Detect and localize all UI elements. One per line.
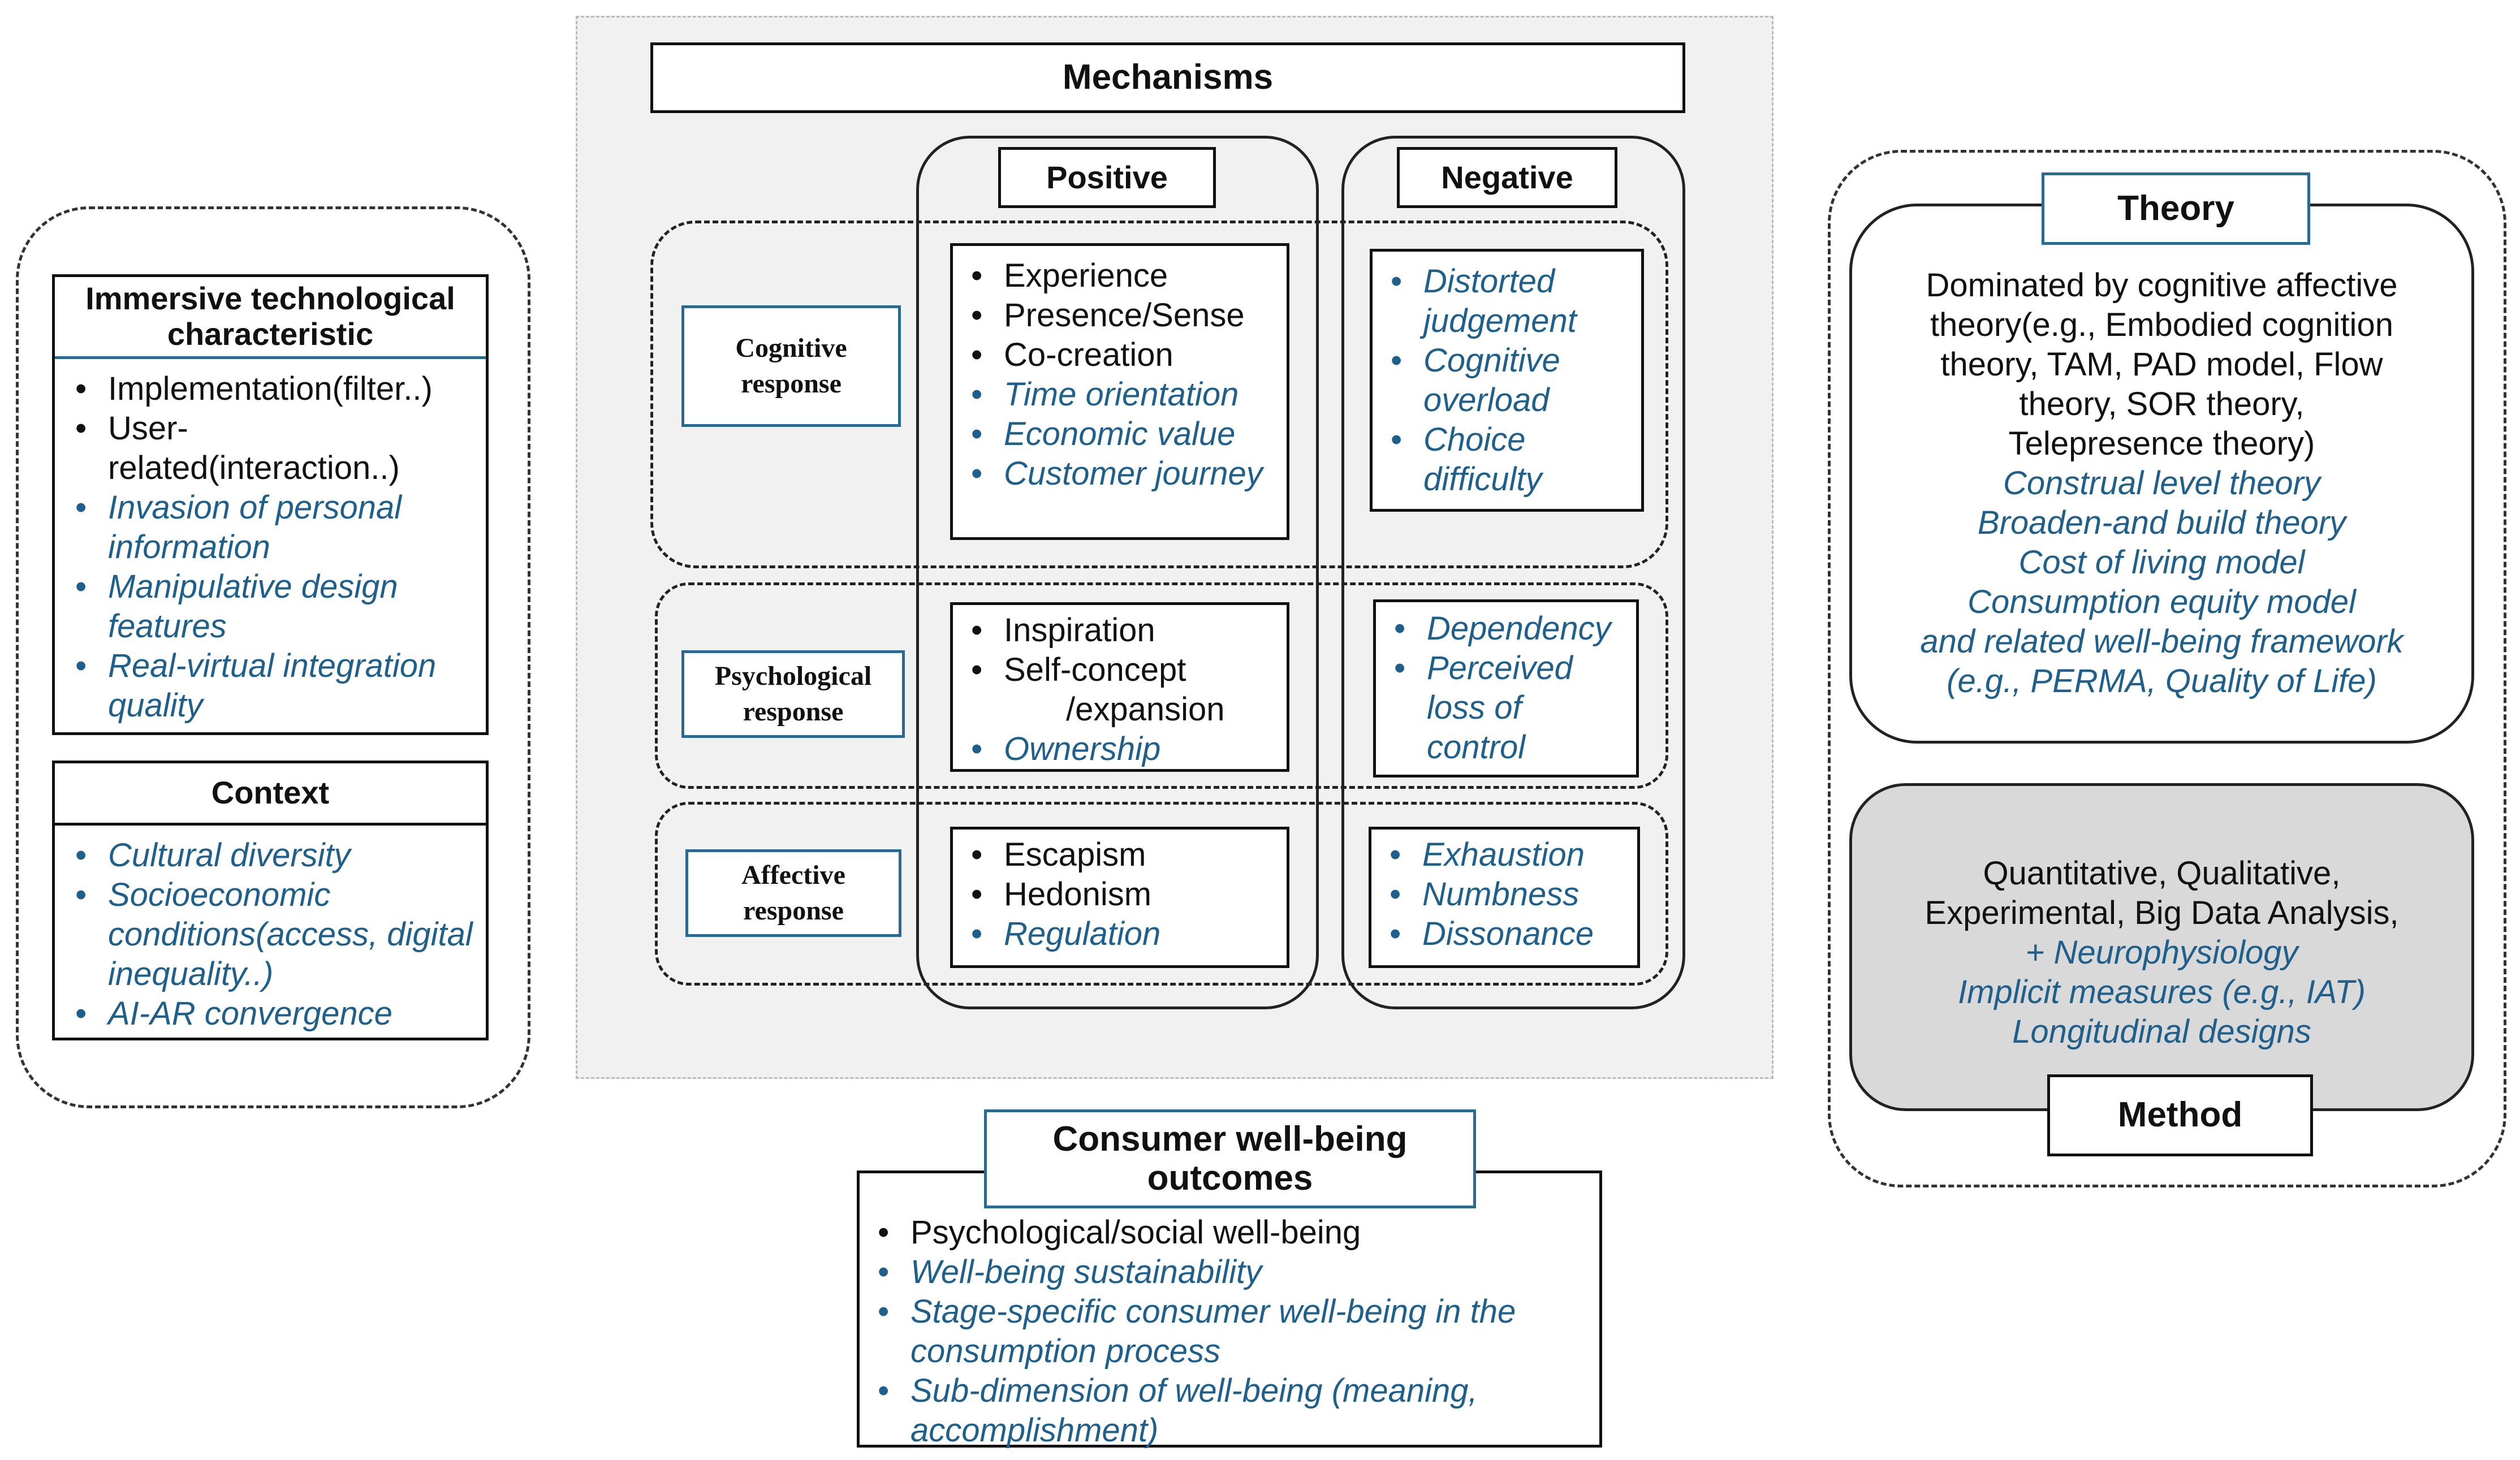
affective-response-row bbox=[655, 802, 1668, 986]
context-list: Cultural diversitySocioeconomic conditio… bbox=[68, 836, 473, 1034]
psychological-positive-list: InspirationSelf-concept/expansionOwnersh… bbox=[964, 611, 1275, 769]
list-item: Invasion of personal information bbox=[68, 488, 473, 567]
method-text: Quantitative, Qualitative,Experimental, … bbox=[1852, 786, 2471, 1052]
text-line: Longitudinal designs bbox=[2012, 1013, 2311, 1050]
psychological-positive-box: InspirationSelf-concept/expansionOwnersh… bbox=[950, 602, 1289, 772]
list-item: Experience bbox=[964, 256, 1275, 296]
text-line: theory(e.g., Embodied cognition bbox=[1930, 306, 2393, 343]
affective-response-label: Affective response bbox=[685, 849, 901, 937]
psychological-negative-box: DependencyPerceived loss of control bbox=[1373, 599, 1639, 777]
psychological-response-label: Psychological response bbox=[681, 650, 905, 738]
list-item: Regulation bbox=[964, 914, 1275, 954]
left-panel bbox=[16, 206, 530, 1108]
positive-label: Positive bbox=[998, 147, 1216, 208]
cognitive-response-row bbox=[650, 221, 1668, 568]
text-line: Broaden-and build theory bbox=[1977, 504, 2346, 541]
list-item: Sub-dimension of well-being (meaning, ac… bbox=[871, 1371, 1577, 1450]
affective-positive-box: EscapismHedonismRegulation bbox=[950, 827, 1289, 968]
list-item: Co-creation bbox=[964, 335, 1275, 375]
list-item: Economic value bbox=[964, 414, 1275, 454]
list-item: Ownership bbox=[964, 729, 1275, 769]
psychological-response-row bbox=[655, 582, 1668, 789]
text-line: Dominated by cognitive affective bbox=[1926, 267, 2398, 304]
tech-characteristic-title: Immersive technological characteristic bbox=[55, 277, 486, 359]
cognitive-response-label: Cognitive response bbox=[681, 305, 901, 427]
list-item: Self-concept bbox=[964, 650, 1275, 690]
outcomes-box: Psychological/social well-beingWell-bein… bbox=[857, 1170, 1602, 1450]
right-panel bbox=[1828, 150, 2506, 1187]
list-item: Well-being sustainability bbox=[871, 1252, 1577, 1292]
text-line: theory, TAM, PAD model, Flow bbox=[1940, 346, 2383, 383]
text-line: Experimental, Big Data Analysis, bbox=[1924, 895, 2399, 931]
list-item: Cultural diversity bbox=[68, 836, 473, 875]
cognitive-positive-list: ExperiencePresence/SenseCo-creationTime … bbox=[964, 256, 1275, 494]
list-item: Manipulative design features bbox=[68, 567, 473, 646]
list-item: Perceived loss of control bbox=[1387, 649, 1625, 767]
text-line: Quantitative, Qualitative, bbox=[1983, 855, 2341, 892]
list-item: Hedonism bbox=[964, 875, 1275, 914]
cognitive-positive-box: ExperiencePresence/SenseCo-creationTime … bbox=[950, 243, 1289, 540]
text-line: Telepresence theory) bbox=[2008, 425, 2315, 462]
list-item: Psychological/social well-being bbox=[871, 1213, 1577, 1252]
negative-column bbox=[1341, 136, 1685, 1009]
affective-negative-list: ExhaustionNumbnessDissonance bbox=[1383, 835, 1626, 954]
mechanisms-title: Mechanisms bbox=[650, 42, 1685, 113]
text-line: (e.g., PERMA, Quality of Life) bbox=[1947, 663, 2377, 699]
text-line: + Neurophysiology bbox=[2025, 934, 2298, 971]
cognitive-negative-box: Distorted judgementCognitive overloadCho… bbox=[1370, 249, 1644, 512]
outcomes-title: Consumer well-being outcomes bbox=[984, 1109, 1476, 1208]
positive-column bbox=[916, 136, 1319, 1009]
list-item: Socioeconomic conditions(access, digital… bbox=[68, 875, 473, 994]
method-box: Quantitative, Qualitative,Experimental, … bbox=[1849, 783, 2474, 1111]
list-item: Exhaustion bbox=[1383, 835, 1626, 875]
list-item: User-related(interaction..) bbox=[68, 409, 473, 488]
text-line: Implicit measures (e.g., IAT) bbox=[1958, 974, 2366, 1010]
tech-characteristic-box: Immersive technological characteristic I… bbox=[52, 274, 489, 735]
list-item: /expansion bbox=[1066, 691, 1225, 728]
tech-characteristic-list: Implementation(filter..)User-related(int… bbox=[68, 369, 473, 725]
list-item: Dependency bbox=[1387, 609, 1625, 649]
psychological-negative-list: DependencyPerceived loss of control bbox=[1387, 609, 1625, 767]
list-item: Presence/Sense bbox=[964, 296, 1275, 335]
list-item: AI-AR convergence bbox=[68, 994, 473, 1034]
list-item: Choice difficulty bbox=[1384, 420, 1630, 499]
theory-title: Theory bbox=[2042, 172, 2310, 245]
context-title: Context bbox=[55, 763, 486, 826]
affective-negative-box: ExhaustionNumbnessDissonance bbox=[1369, 827, 1640, 968]
affective-positive-list: EscapismHedonismRegulation bbox=[964, 835, 1275, 954]
list-item: Customer journey bbox=[964, 454, 1275, 494]
negative-label: Negative bbox=[1397, 147, 1617, 208]
text-line: Construal level theory bbox=[2003, 465, 2320, 502]
text-line: Cost of living model bbox=[2018, 544, 2305, 581]
outcomes-list: Psychological/social well-beingWell-bein… bbox=[871, 1213, 1577, 1450]
context-box: Context Cultural diversitySocioeconomic … bbox=[52, 761, 489, 1040]
list-item: Implementation(filter..) bbox=[68, 369, 473, 409]
list-item: Stage-specific consumer well-being in th… bbox=[871, 1292, 1577, 1371]
cognitive-negative-list: Distorted judgementCognitive overloadCho… bbox=[1384, 262, 1630, 499]
list-item: Time orientation bbox=[964, 375, 1275, 414]
list-item: Inspiration bbox=[964, 611, 1275, 650]
text-line: and related well-being framework bbox=[1920, 623, 2404, 660]
list-item: Numbness bbox=[1383, 875, 1626, 914]
list-item: Distorted judgement bbox=[1384, 262, 1630, 341]
list-item: Real-virtual integration quality bbox=[68, 646, 473, 725]
text-line: Consumption equity model bbox=[1967, 584, 2356, 620]
list-item: Dissonance bbox=[1383, 914, 1626, 954]
list-item: Cognitive overload bbox=[1384, 341, 1630, 420]
list-item: Escapism bbox=[964, 835, 1275, 875]
text-line: theory, SOR theory, bbox=[2019, 386, 2305, 422]
method-title: Method bbox=[2047, 1074, 2313, 1156]
